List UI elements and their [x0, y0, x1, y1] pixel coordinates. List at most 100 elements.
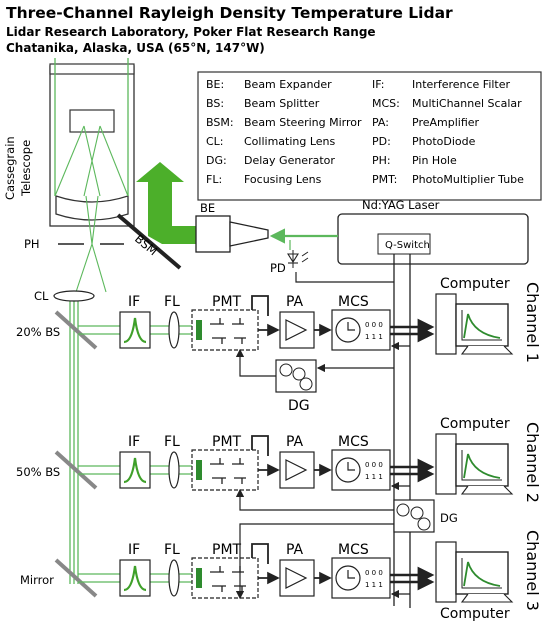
beam-steering-mirror — [116, 213, 182, 270]
if-label: IF — [128, 434, 140, 450]
monitor-base — [460, 485, 514, 495]
clock-icon — [279, 363, 293, 377]
focusing-lens — [168, 311, 180, 349]
decay-signal-icon — [463, 561, 501, 587]
channel-label: Channel 1 — [523, 282, 542, 363]
dg1-output-wire — [235, 348, 276, 377]
legend-abbr: DG: — [206, 154, 227, 167]
be-label: BE — [200, 201, 215, 215]
fl-label: FL — [164, 294, 180, 310]
legend-abbr: BSM: — [206, 116, 234, 129]
computer-tower — [435, 541, 457, 603]
pa-label: PA — [286, 542, 304, 558]
amplifier-icon — [285, 459, 308, 481]
diagram-title: Three-Channel Rayleigh Density Temperatu… — [6, 4, 453, 22]
pa-label: PA — [286, 434, 304, 450]
mcs-digits: 0 0 0 — [365, 461, 383, 469]
pmt-dynodes — [210, 318, 246, 344]
splitter-label: Mirror — [20, 573, 54, 587]
beam-splitter — [54, 558, 98, 598]
mcs-bits: 1 1 1 — [365, 333, 383, 341]
if-label: IF — [128, 542, 140, 558]
legend-text: Beam Splitter — [244, 97, 320, 110]
legend-text: Interference Filter — [412, 78, 511, 91]
pa-label: PA — [286, 294, 304, 310]
mcs-bits: 1 1 1 — [365, 473, 383, 481]
legend-text: Beam Expander — [244, 78, 332, 91]
monitor-base — [460, 345, 514, 355]
fl-label: FL — [164, 542, 180, 558]
legend-text: PhotoDiode — [412, 135, 476, 148]
if-label: IF — [128, 294, 140, 310]
ph-label: PH — [24, 237, 40, 251]
legend-abbr: FL: — [206, 173, 222, 186]
beam-expander — [195, 215, 269, 253]
mcs-label: MCS — [338, 294, 369, 310]
legend-abbr: IF: — [372, 78, 384, 91]
preamplifier — [279, 451, 315, 489]
legend-abbr: BE: — [206, 78, 224, 91]
nd-yag-laser — [337, 213, 529, 265]
transmit-beam-arrow — [136, 162, 196, 244]
amplifier-icon — [285, 567, 308, 589]
legend-text: PreAmplifier — [412, 116, 480, 129]
collimating-lens — [53, 290, 95, 302]
computer-label: Computer — [440, 606, 510, 622]
telescope-label-2: Telescope — [19, 140, 33, 197]
cl-label: CL — [34, 289, 49, 303]
pmt-gate-wire — [251, 543, 269, 564]
dg1-label: DG — [288, 398, 310, 414]
subtitle-line-1: Lidar Research Laboratory, Poker Flat Re… — [6, 25, 376, 39]
legend-text: MultiChannel Scalar — [412, 97, 522, 110]
filter-curve-icon — [123, 317, 147, 344]
receiver-beam — [69, 243, 107, 584]
photomultiplier-tube — [191, 557, 259, 599]
mcs-digits: 0 0 0 — [365, 569, 383, 577]
dg2-output-wire-ch3 — [235, 523, 394, 600]
monitor-base — [460, 593, 514, 603]
legend-abbr: PD: — [372, 135, 391, 148]
legend-abbr: PA: — [372, 116, 389, 129]
decay-signal-icon — [463, 313, 501, 339]
amplifier-icon — [285, 319, 308, 341]
legend-abbr: MCS: — [372, 97, 400, 110]
legend-text: Collimating Lens — [244, 135, 336, 148]
focusing-lens — [168, 559, 180, 597]
filter-curve-icon — [123, 565, 147, 592]
legend-text: PhotoMultiplier Tube — [412, 173, 524, 186]
mcs-label: MCS — [338, 434, 369, 450]
trigger-bus — [393, 254, 411, 608]
legend-text: Pin Hole — [412, 154, 457, 167]
photomultiplier-tube — [191, 309, 259, 351]
focusing-lens — [168, 451, 180, 489]
pmt-label: PMT — [212, 542, 242, 558]
subtitle-line-2: Chatanika, Alaska, USA (65°N, 147°W) — [6, 41, 265, 55]
preamplifier — [279, 311, 315, 349]
photomultiplier-tube — [191, 449, 259, 491]
computer-label: Computer — [440, 276, 510, 292]
cassegrain-telescope — [49, 58, 135, 245]
computer-label: Computer — [440, 416, 510, 432]
splitter-label: 20% BS — [16, 325, 60, 339]
qswitch-label: Q-Switch — [385, 240, 430, 251]
plot-axes — [461, 310, 502, 341]
legend-abbr: PMT: — [372, 173, 397, 186]
delay-generator-2 — [393, 499, 435, 533]
filter-curve-icon — [123, 457, 147, 484]
mcs-bits: 1 1 1 — [365, 581, 383, 589]
pd-label: PD — [270, 261, 286, 275]
channel-label: Channel 3 — [523, 530, 542, 611]
legend-text: Beam Steering Mirror — [244, 116, 362, 129]
clock-hands — [347, 570, 355, 579]
dg2-label: DG — [440, 511, 458, 525]
laser-label: Nd:YAG Laser — [362, 198, 440, 212]
pmt-label: PMT — [212, 434, 242, 450]
pmt-gate-wire — [251, 435, 269, 456]
plot-axes — [461, 450, 502, 481]
photodiode — [287, 240, 309, 268]
